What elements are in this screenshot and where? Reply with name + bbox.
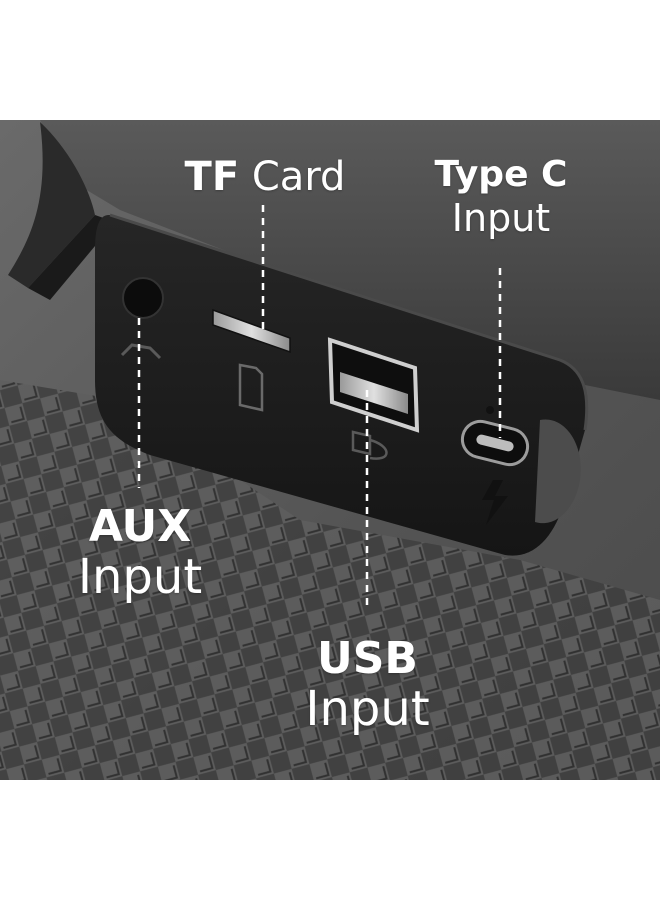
- rubber-flap: [8, 122, 95, 288]
- usb-port-tongue: [340, 372, 408, 414]
- type-c-label-line1: Type C: [434, 154, 568, 195]
- rubber-flap-edge: [28, 215, 115, 300]
- type-c-label: Type C Input: [420, 154, 582, 240]
- casing-top: [40, 120, 660, 400]
- tf-card-label-bold: TF: [184, 154, 240, 200]
- indicator-led: [486, 406, 494, 414]
- usb-label: USB Input: [280, 633, 455, 737]
- aux-label-line1: AUX: [88, 501, 192, 552]
- lightning-icon: [482, 480, 508, 525]
- side-knob: [535, 419, 581, 524]
- usb-label-line2: Input: [305, 681, 430, 737]
- tf-card-slot: [212, 308, 291, 354]
- aux-label-line2: Input: [77, 549, 203, 605]
- usb-icon: [351, 430, 388, 460]
- tf-card-label: TF Card: [170, 157, 360, 197]
- aux-label: AUX Input: [55, 501, 225, 605]
- aux-jack: [122, 277, 164, 319]
- usb-label-line1: USB: [317, 633, 418, 684]
- headphone-icon: [120, 343, 162, 360]
- sd-card-icon: [238, 363, 264, 412]
- tf-card-label-normal: Card: [239, 154, 346, 200]
- speaker-grille: [0, 380, 660, 780]
- speaker-port-panel-photo: [0, 120, 660, 780]
- type-c-port-tongue: [476, 434, 514, 452]
- port-panel-rim: [109, 213, 589, 431]
- type-c-label-line2: Input: [451, 196, 551, 240]
